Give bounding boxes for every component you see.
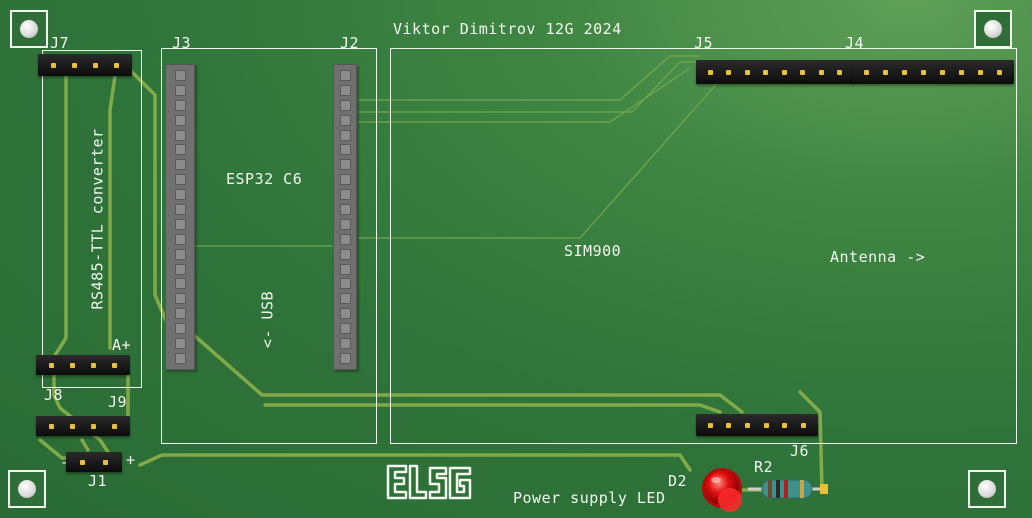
- designator-j7: J7: [50, 34, 70, 52]
- designator-j9: J9: [108, 393, 128, 411]
- designator-j3: J3: [172, 34, 192, 52]
- header-j7: [38, 54, 132, 76]
- led-icon: [702, 468, 742, 512]
- trace-j1-left: [80, 438, 90, 452]
- trace-j2-j5-a: [358, 55, 700, 101]
- trace-j7-left: [50, 74, 68, 362]
- rs485-module-outline: [42, 50, 142, 388]
- mounting-hole-icon: [974, 10, 1012, 48]
- usb-label: <- USB: [258, 290, 277, 349]
- designator-j8: J8: [44, 386, 64, 404]
- trace-j3-bottom: [186, 328, 744, 414]
- socket-j2: [333, 64, 357, 370]
- j1-minus-label: -: [60, 453, 70, 471]
- designator-r2: R2: [754, 458, 774, 476]
- resistor-icon: [748, 479, 828, 499]
- sim900-label: SIM900: [564, 242, 622, 260]
- designator-j1: J1: [88, 472, 108, 490]
- header-j1: [66, 452, 122, 472]
- antenna-label: Antenna ->: [830, 248, 926, 266]
- a-plus-label: A+: [112, 336, 132, 354]
- author-title: Viktor Dimitrov 12G 2024: [393, 20, 622, 38]
- header-j4: [852, 60, 1014, 84]
- designator-j2: J2: [340, 34, 360, 52]
- trace-j2-sim-rx: [358, 79, 721, 239]
- esp32-label: ESP32 C6: [226, 170, 303, 188]
- designator-j4: J4: [845, 34, 865, 52]
- header-j8: [36, 416, 130, 436]
- designator-d2: D2: [668, 472, 688, 490]
- sim900-module-outline: [390, 48, 1017, 444]
- j1-plus-label: +: [126, 451, 136, 469]
- mounting-hole-icon: [8, 470, 46, 508]
- trace-j6-r2: [798, 390, 824, 492]
- mounting-hole-icon: [968, 470, 1006, 508]
- esp32-module-outline: [161, 48, 377, 444]
- trace-j2-j5-b: [358, 61, 710, 113]
- power-led-label: Power supply LED: [513, 489, 666, 507]
- designator-j5: J5: [694, 34, 714, 52]
- designator-j6: J6: [790, 442, 810, 460]
- rs485-label: RS485-TTL converter: [88, 128, 107, 310]
- trace-j2-j5-c: [358, 67, 691, 123]
- socket-j3: [165, 64, 195, 370]
- trace-gnd-loop: [263, 403, 722, 414]
- header-j6: [696, 414, 818, 436]
- header-j9: [36, 355, 130, 375]
- trace-j1-plus: [138, 453, 692, 472]
- header-j5: [696, 60, 854, 84]
- trace-j7-right: [108, 74, 117, 350]
- mounting-hole-icon: [10, 10, 48, 48]
- elsys-logo-icon: [386, 464, 472, 500]
